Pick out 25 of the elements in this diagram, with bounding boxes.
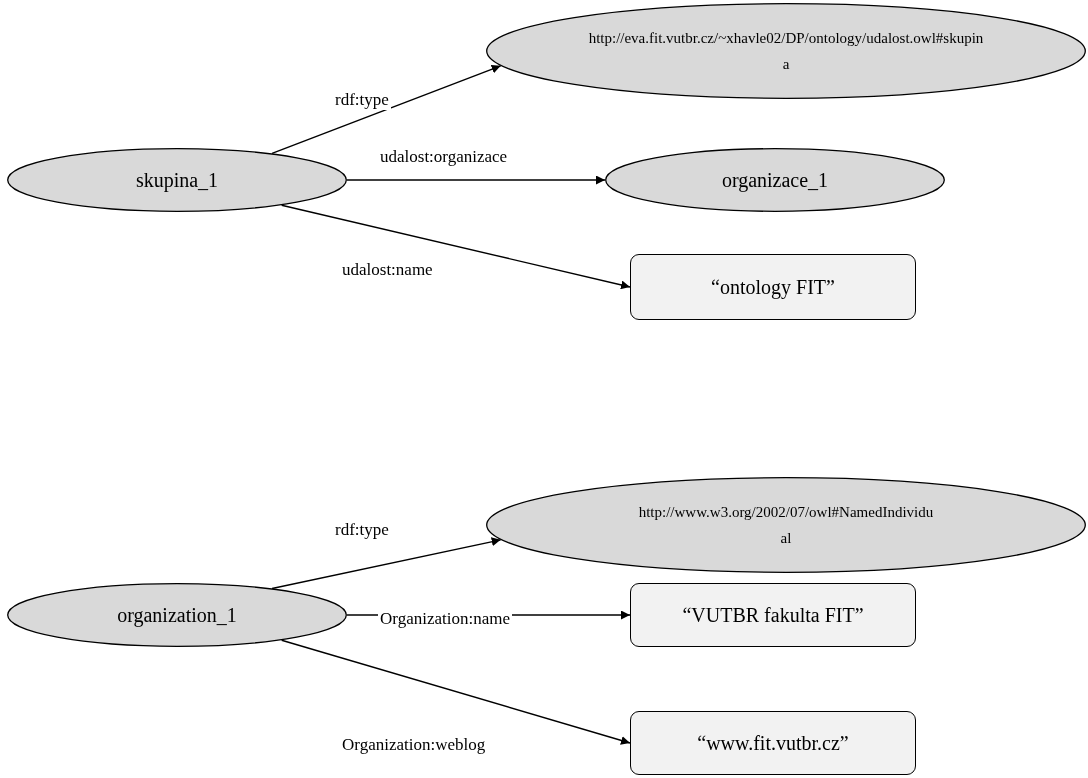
resource-ellipse	[7, 148, 347, 212]
resource-ellipse	[486, 3, 1086, 99]
node-label: “VUTBR fakulta FIT”	[682, 603, 864, 627]
resource-ellipse	[605, 148, 945, 212]
node-label: “www.fit.vutbr.cz”	[697, 731, 849, 755]
node-label: organizace_1	[721, 168, 829, 192]
literal-box	[630, 583, 916, 647]
node-label: skupina_1	[135, 168, 219, 192]
arrow	[271, 64, 502, 155]
resource-ellipse	[486, 477, 1086, 573]
edge-label: rdf:type	[333, 520, 391, 540]
arrow	[280, 639, 631, 745]
edge-label: udalost:organizace	[378, 147, 510, 167]
edge-label: Organization:weblog	[340, 735, 488, 755]
edge-label: rdf:type	[333, 90, 391, 110]
node-label: “ontology FIT”	[711, 275, 835, 299]
node-label: http://www.w3.org/2002/07/owl#NamedIndividual	[637, 502, 935, 548]
arrow	[346, 175, 606, 185]
node-label: http://eva.fit.vutbr.cz/~xhavle02/DP/ontology/udalost.owl#skupina	[587, 28, 985, 74]
arrow	[280, 204, 631, 290]
literal-box	[630, 711, 916, 775]
resource-ellipse	[7, 583, 347, 647]
node-label: organization_1	[117, 603, 237, 627]
arrow	[271, 537, 502, 590]
literal-box	[630, 254, 916, 320]
